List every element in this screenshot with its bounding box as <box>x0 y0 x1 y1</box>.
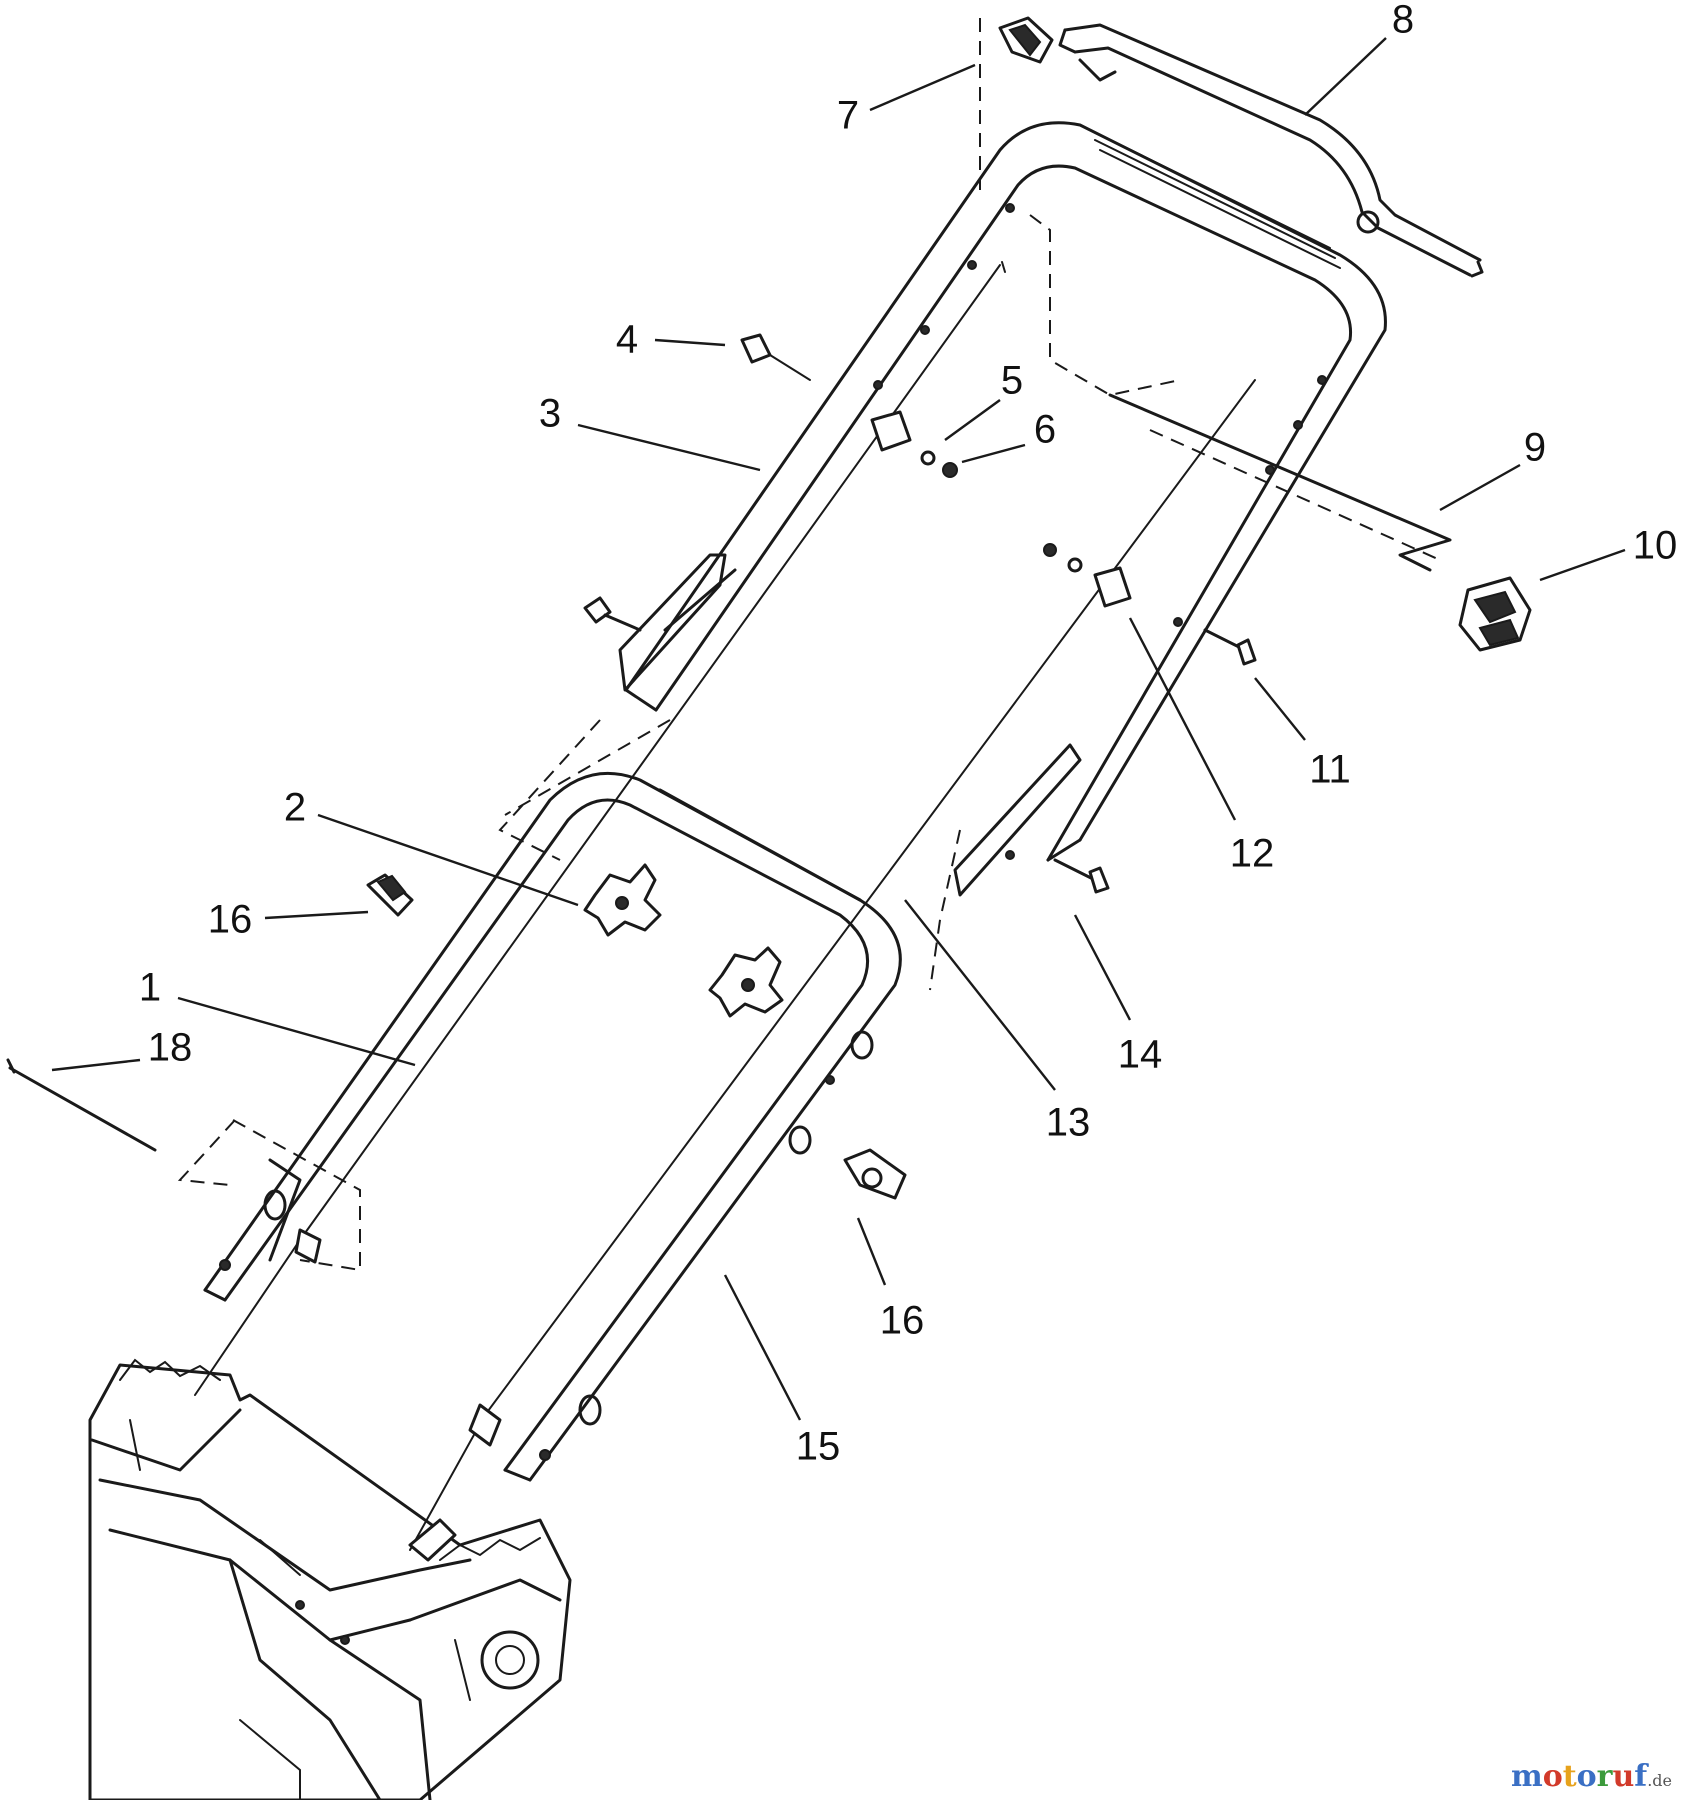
part-carriage-bolt-left <box>583 596 642 632</box>
callout-12: 12 <box>1230 832 1275 876</box>
callout-16-right: 16 <box>880 1299 925 1343</box>
part-clip-top <box>998 16 1054 64</box>
part-cable-guide-right <box>843 1148 907 1200</box>
callout-1: 1 <box>139 966 161 1010</box>
watermark-letter: o <box>1576 1759 1597 1794</box>
part-bolt-11 <box>1173 617 1257 666</box>
callout-18: 18 <box>148 1026 193 1070</box>
mower-deck-housing <box>88 1358 572 1800</box>
watermark-letter: u <box>1612 1759 1635 1794</box>
callout-8: 8 <box>1392 0 1414 42</box>
callout-16-left: 16 <box>208 898 253 942</box>
part-control-rod <box>1108 393 1452 572</box>
upper-handle <box>618 121 1387 897</box>
assembly-lines <box>177 18 1441 1272</box>
watermark-letter: m <box>1511 1759 1543 1794</box>
callout-5: 5 <box>1001 359 1023 403</box>
callout-14: 14 <box>1118 1033 1163 1077</box>
callout-10: 10 <box>1633 524 1678 568</box>
callout-4: 4 <box>616 318 638 362</box>
part-knob-upper <box>583 863 662 937</box>
part-bolt-14 <box>1005 850 1110 894</box>
callout-3: 3 <box>539 392 561 436</box>
watermark-logo: motoruf.de <box>1511 1759 1672 1794</box>
part-knob-lower <box>708 946 784 1018</box>
control-cables <box>194 261 1256 1562</box>
part-cable-guide-left <box>366 873 414 917</box>
callout-7: 7 <box>837 94 859 138</box>
watermark-letter: r <box>1596 1759 1613 1794</box>
callout-6: 6 <box>1034 408 1056 452</box>
part-switch-box <box>1458 576 1532 652</box>
part-cable-clamp-right <box>1043 543 1132 608</box>
callout-2: 2 <box>284 786 306 830</box>
part-cable-clamp-upper <box>870 410 958 478</box>
callout-9: 9 <box>1524 426 1546 470</box>
watermark-letter: f <box>1634 1759 1648 1794</box>
callout-15: 15 <box>796 1425 841 1469</box>
callout-11: 11 <box>1309 748 1351 792</box>
watermark-suffix: .de <box>1647 1771 1672 1790</box>
watermark-letter: t <box>1562 1759 1577 1794</box>
callout-labels: 1 2 3 4 5 6 7 8 9 10 11 12 13 14 15 16 1… <box>139 0 1677 1469</box>
leader-lines <box>51 37 1626 1421</box>
part-retainer-pin <box>740 333 811 381</box>
part-rod-18 <box>6 1058 157 1152</box>
callout-13: 13 <box>1046 1101 1091 1145</box>
control-bar <box>1058 23 1484 278</box>
lower-handle <box>203 771 902 1482</box>
watermark-letter: o <box>1542 1759 1563 1794</box>
